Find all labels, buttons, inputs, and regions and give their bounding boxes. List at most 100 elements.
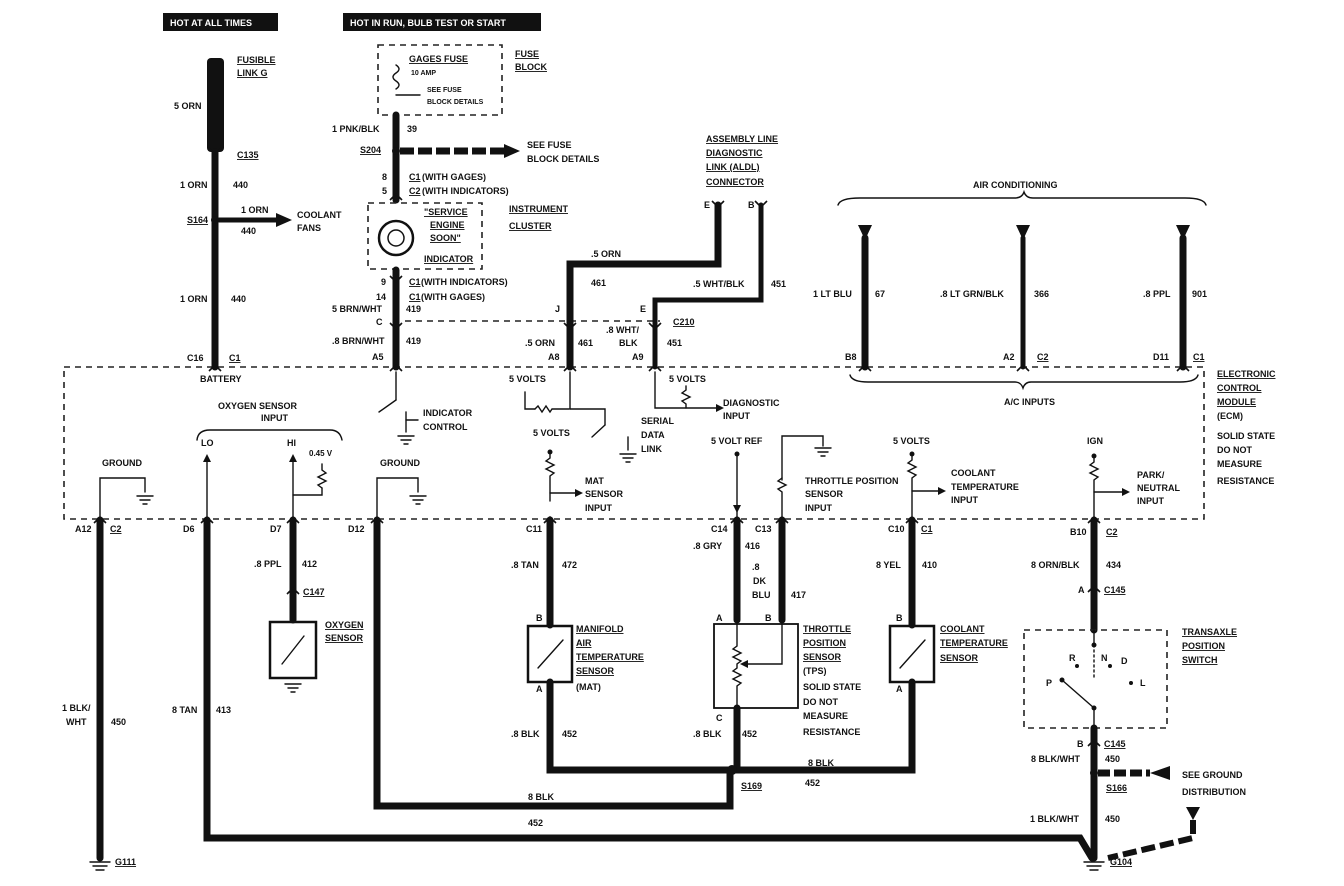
serial-3: LINK: [641, 444, 662, 454]
diag-arrow: [716, 404, 724, 412]
pin-a2: A: [716, 613, 723, 623]
mat-1: MANIFOLD: [576, 624, 624, 634]
s169-label: S169: [741, 781, 762, 791]
ign: IGN: [1087, 436, 1103, 446]
hi-resistor: [316, 463, 328, 489]
pin-a12: A12: [75, 524, 92, 534]
a8-label: A8: [548, 352, 560, 362]
diag-2: INPUT: [723, 411, 751, 421]
see-fuse-b1: SEE FUSE: [527, 140, 572, 150]
tps-ecm-resistor: [776, 477, 788, 520]
splice-s164: [211, 216, 219, 224]
tps-2: POSITION: [803, 638, 846, 648]
splice-s166: [1090, 769, 1098, 777]
s164-label: S164: [187, 215, 208, 225]
ref-arrow: [733, 505, 741, 513]
pin-c1b: C1: [921, 524, 933, 534]
pin-c11: C11: [526, 524, 542, 534]
aldl-title-1: ASSEMBLY LINE: [706, 134, 778, 144]
ground-a-symbol: [136, 495, 154, 505]
instrument-1: INSTRUMENT: [509, 204, 568, 214]
pin-b10: B10: [1070, 527, 1087, 537]
aldl-pin-e: E: [704, 200, 710, 210]
tps-ecm-ground: [814, 447, 832, 457]
o2-ground-symbol: [284, 683, 302, 693]
g104-ground-symbol: [1083, 861, 1105, 871]
pin-c10: C10: [888, 524, 905, 534]
w-8dk1: .8: [752, 562, 760, 572]
pin-b2: B: [765, 613, 772, 623]
pin-b3: B: [896, 613, 903, 623]
a12-chevron: [93, 515, 107, 524]
service-3: SOON": [430, 233, 461, 243]
c1-gages-b: C1: [409, 292, 421, 302]
d12-chevron: [370, 515, 384, 524]
c2-indicators: C2: [409, 186, 421, 196]
c-452-c: 452: [528, 818, 543, 828]
o2-symbol: [281, 635, 305, 665]
ac-w3: .8 PPL: [1143, 289, 1171, 299]
ecm-box: [63, 366, 1205, 520]
five-v-a: 5 VOLTS: [509, 374, 546, 384]
w-8tan: .8 TAN: [511, 560, 539, 570]
pin-d12: D12: [348, 524, 365, 534]
hi-ref: [292, 487, 323, 496]
a8-chevron: [563, 363, 577, 372]
tps-3: SENSOR: [803, 652, 842, 662]
c13-chevron: [775, 515, 789, 524]
cool-ecm-3: INPUT: [951, 495, 979, 505]
park-2: NEUTRAL: [1137, 483, 1180, 493]
pin-c13: C13: [755, 524, 772, 534]
mat-arrow: [575, 489, 583, 497]
serial-ref: [524, 391, 536, 410]
c-413: 413: [216, 705, 231, 715]
serial-ground-symbol: [619, 453, 637, 463]
cts-1: COOLANT: [940, 624, 985, 634]
header-hot-always-bg: [163, 13, 278, 31]
w-8dk3: BLU: [752, 590, 771, 600]
tps-4: (TPS): [803, 666, 827, 676]
pin-d6: D6: [183, 524, 195, 534]
ac-brace: [837, 189, 1207, 206]
ground-a-line: [99, 477, 146, 520]
aldl-circ-451: 451: [771, 279, 786, 289]
fusible-link-label-1: FUSIBLE: [237, 55, 276, 65]
wire-g104-dashed: [1107, 820, 1196, 861]
wire-5orn-label: 5 ORN: [174, 101, 202, 111]
serial-link-line: [569, 408, 606, 426]
aldl-pin-b: B: [748, 200, 755, 210]
pin-c14: C14: [711, 524, 728, 534]
pin-14: 14: [376, 292, 386, 302]
header-hot-always: HOT AT ALL TIMES: [170, 18, 252, 28]
diag-1: DIAGNOSTIC: [723, 398, 780, 408]
park-arrow: [1122, 488, 1130, 496]
w-8blk-b: .8 BLK: [693, 729, 722, 739]
w-1blk: 1 BLK/: [62, 703, 91, 713]
c-416: 416: [745, 541, 760, 551]
aldl-wire-5orn: .5 ORN: [591, 249, 621, 259]
o2-input-1: OXYGEN SENSOR: [218, 401, 298, 411]
service-2: ENGINE: [430, 220, 465, 230]
b10-chevron: [1087, 515, 1101, 524]
o2-lo: LO: [201, 438, 214, 448]
j-chevron: [563, 322, 577, 331]
w-8gry: .8 GRY: [693, 541, 722, 551]
c-410: 410: [922, 560, 937, 570]
c10-chevron: [905, 515, 919, 524]
ecm-l1: ELECTRONIC: [1217, 369, 1276, 379]
park-3: INPUT: [1137, 496, 1165, 506]
w-1blkwht: 1 BLK/WHT: [1030, 814, 1079, 824]
battery-label: BATTERY: [200, 374, 242, 384]
oxygen-sensor: [268, 620, 318, 680]
pin-c2b: C2: [1106, 527, 1118, 537]
pin-d7: D7: [270, 524, 282, 534]
o2-input-2: INPUT: [261, 413, 289, 423]
c1-label: C1: [229, 353, 241, 363]
cts-pullup: [906, 453, 918, 520]
mat-5: (MAT): [576, 682, 601, 692]
ecm-l2: CONTROL: [1217, 383, 1262, 393]
c210-label: C210: [673, 317, 695, 327]
trans-1: TRANSAXLE: [1182, 627, 1237, 637]
v045: 0.45 V: [309, 449, 333, 458]
five-v-d: 5 VOLTS: [893, 436, 930, 446]
